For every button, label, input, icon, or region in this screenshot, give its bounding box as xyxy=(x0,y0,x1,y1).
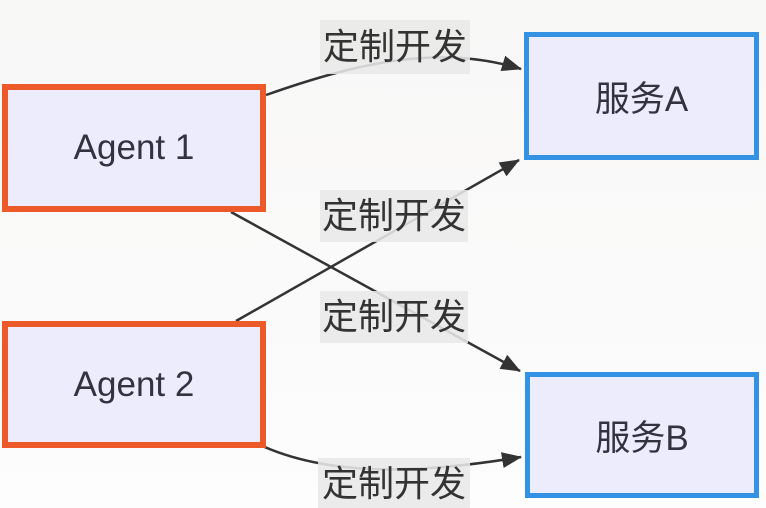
node-serviceB-label: 服务B xyxy=(595,418,689,458)
node-serviceA-label: 服务A xyxy=(594,79,689,119)
edge-label-agent1-serviceA: 定制开发 xyxy=(320,20,470,74)
edge-label-agent2-serviceA: 定制开发 xyxy=(320,190,468,242)
node-agent2-label: Agent 2 xyxy=(73,364,195,404)
edge-label-agent1-serviceB: 定制开发 xyxy=(320,291,468,343)
node-agent2: Agent 2 xyxy=(2,321,266,448)
node-agent1: Agent 1 xyxy=(2,84,266,212)
node-agent1-label: Agent 1 xyxy=(73,128,195,167)
edge-label-agent2-serviceB: 定制开发 xyxy=(318,458,470,508)
node-serviceA: 服务A xyxy=(524,32,759,160)
node-serviceB: 服务B xyxy=(525,372,759,498)
